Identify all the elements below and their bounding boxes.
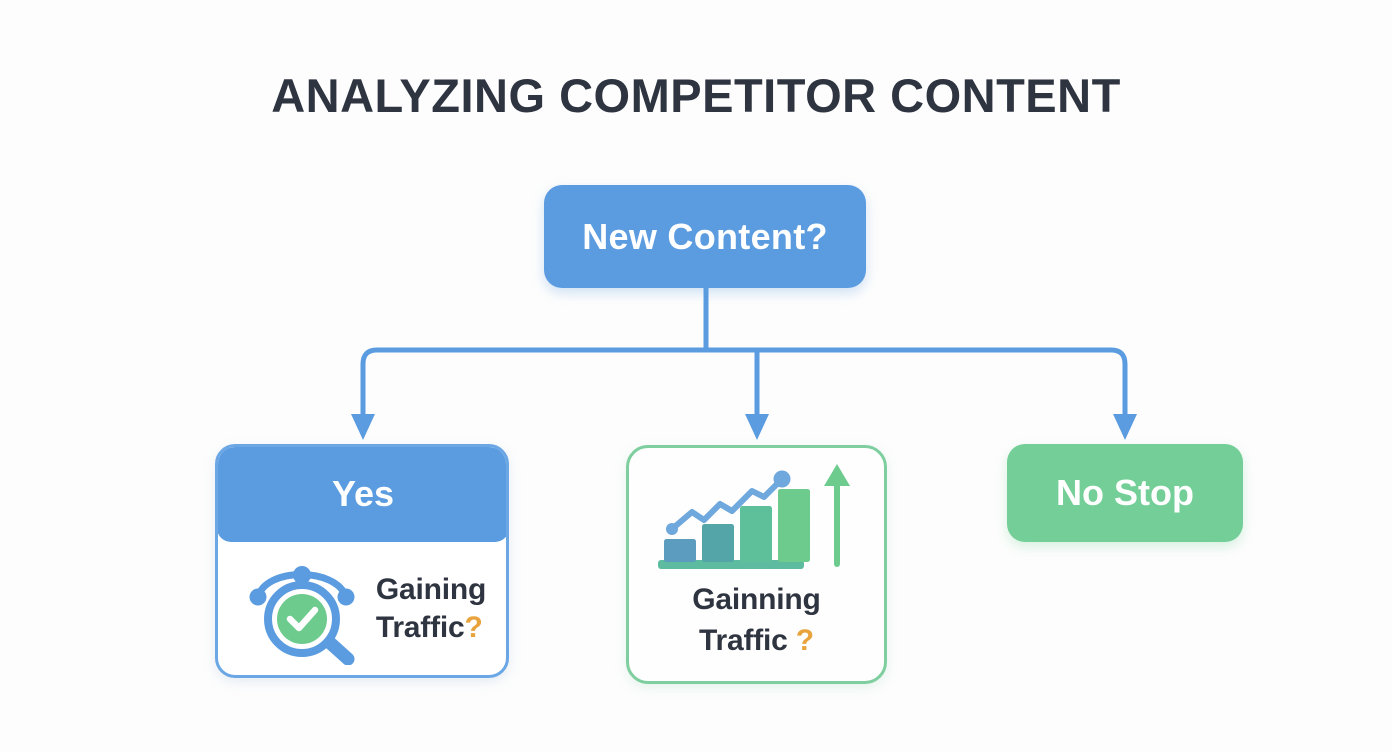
growth-bar-chart-icon bbox=[657, 464, 850, 569]
card-gainning-text-line2: Traffic ? bbox=[692, 621, 820, 662]
card-gainning-question-mark: ? bbox=[795, 623, 814, 657]
page-title: ANALYZING COMPETITOR CONTENT bbox=[271, 69, 1121, 122]
card-yes-text: Gaining Traffic? bbox=[376, 571, 486, 647]
node-no-stop[interactable]: No Stop bbox=[1007, 444, 1243, 542]
node-new-content-label: New Content? bbox=[582, 215, 828, 257]
chart-bar-4 bbox=[777, 489, 810, 562]
card-gainning-traffic[interactable]: Gainning Traffic ? bbox=[626, 445, 887, 684]
card-yes-header: Yes bbox=[218, 447, 506, 542]
card-yes-body: Gaining Traffic? bbox=[218, 543, 506, 675]
card-yes-question-mark: ? bbox=[464, 611, 483, 644]
card-gainning-traffic-text: Gainning Traffic ? bbox=[692, 580, 821, 662]
card-gainning-text-line1: Gainning bbox=[692, 583, 821, 616]
chart-bar-2 bbox=[701, 524, 734, 562]
chart-bar-3 bbox=[739, 506, 772, 562]
connector-bus bbox=[360, 347, 1128, 418]
card-yes-header-label: Yes bbox=[331, 473, 395, 514]
node-new-content[interactable]: New Content? bbox=[544, 185, 866, 288]
card-gainning-text-line2-word: Traffic bbox=[699, 623, 796, 657]
chart-trend-line bbox=[668, 476, 785, 532]
arrowhead-middle bbox=[745, 414, 769, 440]
arrowhead-right bbox=[1113, 414, 1137, 440]
card-yes-text-line2: Traffic? bbox=[376, 609, 486, 647]
up-arrow-icon bbox=[823, 464, 850, 567]
card-yes[interactable]: Yes Gaining Traffic? bbox=[215, 444, 509, 678]
node-no-stop-label: No Stop bbox=[1056, 472, 1194, 513]
chart-bar-1 bbox=[663, 539, 696, 562]
arrowhead-left bbox=[351, 414, 375, 440]
card-yes-text-line1: Gaining bbox=[375, 572, 487, 606]
card-yes-text-line2-word: Traffic bbox=[375, 611, 465, 644]
magnifier-check-icon bbox=[249, 566, 355, 665]
